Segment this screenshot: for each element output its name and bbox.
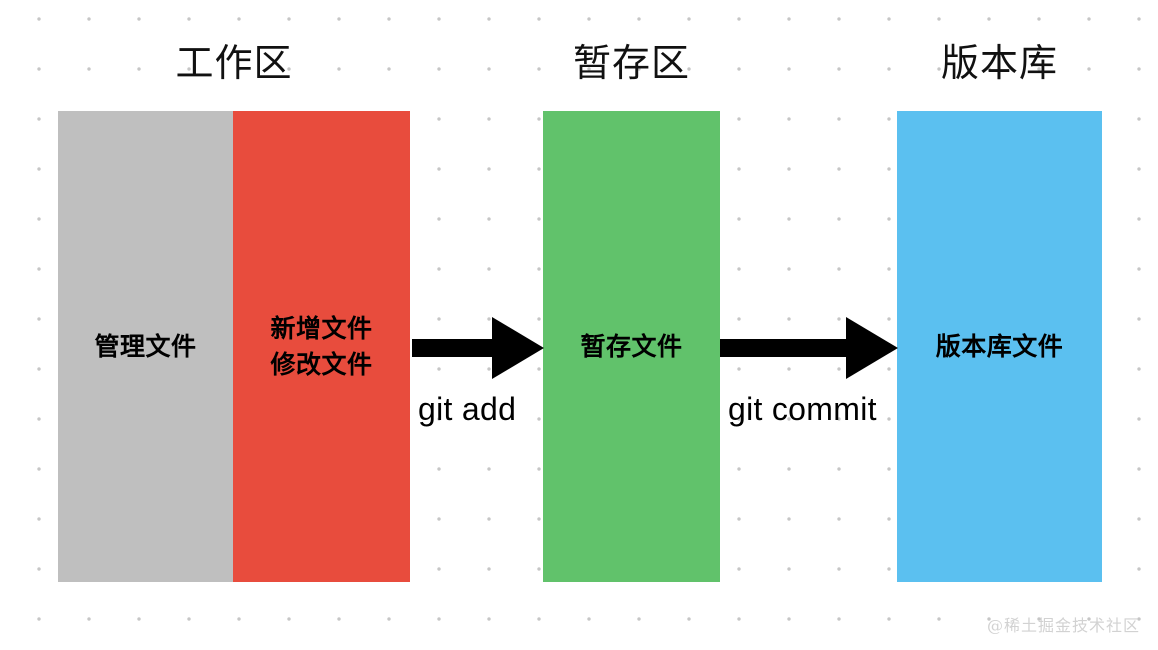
arrow-shaft: [720, 339, 850, 357]
arrow-shaft: [412, 339, 496, 357]
arrow-head: [492, 317, 544, 379]
block-managed-files: 管理文件: [58, 111, 233, 582]
block-repository-files-label: 版本库文件: [935, 332, 1064, 361]
zone-title-repository: 版本库: [940, 43, 1058, 85]
block-changed-files: 新增文件 修改文件: [233, 111, 410, 582]
arrow-caption-git-add: git add: [418, 391, 517, 427]
zone-title-staging: 暂存区: [572, 43, 690, 85]
block-changed-files-label: 新增文件 修改文件: [270, 314, 373, 379]
zone-title-workspace: 工作区: [175, 43, 293, 85]
watermark: @稀土掘金技术社区: [986, 616, 1140, 635]
block-staged-files-label: 暂存文件: [580, 332, 683, 361]
block-repository-files: 版本库文件: [897, 111, 1102, 582]
block-staged-files: 暂存文件: [543, 111, 720, 582]
block-managed-files-label: 管理文件: [94, 332, 197, 361]
arrow-head: [846, 317, 898, 379]
arrow-right-icon-git-add: [412, 317, 544, 379]
arrow-right-icon-git-commit: [720, 317, 898, 379]
arrow-caption-git-commit: git commit: [728, 391, 877, 427]
